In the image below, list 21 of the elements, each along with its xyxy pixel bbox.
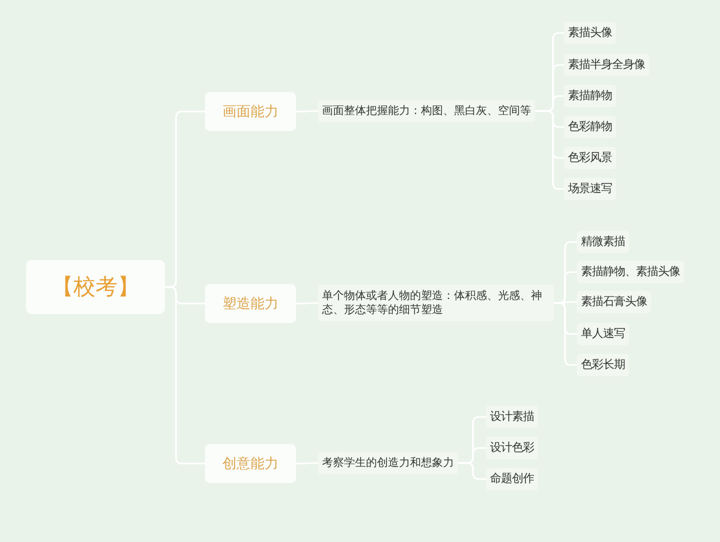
item-box: 命题创作 [486, 468, 538, 490]
item-box: 素描头像 [564, 22, 616, 44]
branch-box: 画面能力 [205, 92, 296, 131]
item-box: 设计色彩 [486, 437, 538, 459]
branch-box: 创意能力 [205, 444, 296, 483]
branch-box: 塑造能力 [205, 284, 296, 323]
item-box: 色彩长期 [577, 354, 629, 376]
item-box: 素描半身全身像 [564, 54, 649, 76]
topic-box: 【校考】 [26, 260, 165, 314]
item-box: 设计素描 [486, 406, 538, 428]
item-box: 单人速写 [577, 323, 629, 345]
item-box: 素描静物 [564, 85, 616, 107]
description-box: 考察学生的创造力和想象力 [318, 452, 458, 474]
item-box: 场景速写 [564, 178, 616, 200]
item-box: 素描石膏头像 [577, 291, 651, 313]
description-box: 单个物体或者人物的塑造：体积感、光感、神态、形态等等的细节塑造 [318, 285, 554, 321]
item-box: 色彩风景 [564, 147, 616, 169]
item-box: 精微素描 [577, 231, 629, 253]
item-box: 色彩静物 [564, 116, 616, 138]
description-box: 画面整体把握能力：构图、黑白灰、空间等 [318, 100, 535, 122]
item-box: 素描静物、素描头像 [577, 261, 684, 283]
